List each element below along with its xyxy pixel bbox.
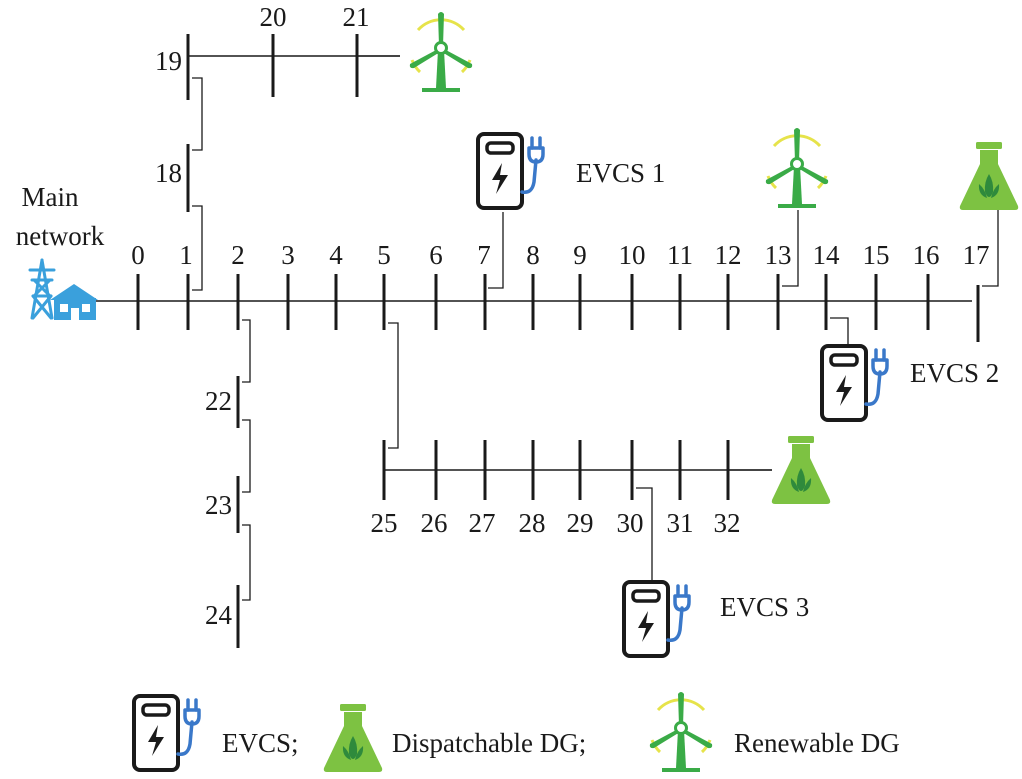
dispatchable-dg-icon <box>959 142 1019 210</box>
bus-label-28: 28 <box>519 508 546 538</box>
bus-label-4: 4 <box>329 240 343 270</box>
bus-label-29: 29 <box>567 508 594 538</box>
main-feeder-labels: 0 1 2 3 4 5 6 7 8 9 10 11 12 13 14 15 16… <box>131 240 989 270</box>
wind-turbine-icon <box>648 690 714 774</box>
main-feeder-bars <box>136 274 980 342</box>
bus-label-23: 23 <box>205 490 232 520</box>
bus-label-16: 16 <box>913 240 940 270</box>
wire-22-23 <box>242 419 251 493</box>
wire-30-evcs3 <box>636 487 653 580</box>
main-network-label-line2: network <box>16 221 105 251</box>
dispatchable-dg-icon <box>323 704 383 772</box>
evcs3-label: EVCS 3 <box>720 592 809 622</box>
bus-label-11: 11 <box>667 240 693 270</box>
dispatchable-dg-icon <box>771 436 831 504</box>
bus-label-6: 6 <box>429 240 443 270</box>
bus-label-10: 10 <box>619 240 646 270</box>
wire-23-24 <box>242 524 251 601</box>
wire-18-19 <box>192 77 203 151</box>
legend: EVCS; Dispatchable DG; Renewable DG <box>132 690 900 774</box>
bus-label-30: 30 <box>617 508 644 538</box>
bus-label-2: 2 <box>231 240 245 270</box>
wire-17-dispatchable <box>982 210 999 287</box>
bus-label-15: 15 <box>863 240 890 270</box>
ev-charger-icon <box>622 580 691 658</box>
bus-label-20: 20 <box>260 2 287 32</box>
bus-label-7: 7 <box>477 240 491 270</box>
ev-charger-icon <box>132 694 201 772</box>
bus-label-14: 14 <box>813 240 841 270</box>
bus-label-5: 5 <box>377 240 391 270</box>
bus-label-9: 9 <box>573 240 587 270</box>
wire-1-18 <box>192 205 203 291</box>
main-network-label-line1: Main <box>22 182 79 212</box>
branch-25-32: 25 26 27 28 29 30 31 32 <box>371 322 772 538</box>
branch-18-21: 18 19 20 21 <box>155 2 400 291</box>
wire-5-25 <box>388 322 399 449</box>
bus-label-25: 25 <box>371 508 398 538</box>
legend-dispatchable-label: Dispatchable DG; <box>392 728 586 758</box>
bus-label-17: 17 <box>963 240 990 270</box>
bus-label-27: 27 <box>469 508 496 538</box>
bus-label-22: 22 <box>205 386 232 416</box>
bus-label-0: 0 <box>131 240 145 270</box>
bus-label-8: 8 <box>526 240 540 270</box>
ev-charger-icon <box>476 132 545 210</box>
main-network: Main network <box>16 182 105 322</box>
bus-label-32: 32 <box>714 508 741 538</box>
wind-turbine-icon <box>764 126 830 210</box>
bus-label-24: 24 <box>205 600 233 630</box>
bus-label-12: 12 <box>715 240 742 270</box>
branch-22-24: 22 23 24 <box>205 319 251 648</box>
bus-label-13: 13 <box>765 240 792 270</box>
bus-label-26: 26 <box>421 508 448 538</box>
bus-label-21: 21 <box>343 2 370 32</box>
bus-label-19: 19 <box>155 46 182 76</box>
wire-13-renewable <box>782 210 799 287</box>
bus-label-31: 31 <box>667 508 694 538</box>
bus-label-3: 3 <box>281 240 295 270</box>
wire-14-evcs2 <box>830 317 849 344</box>
wind-turbine-icon <box>408 10 474 94</box>
bus-label-1: 1 <box>179 240 193 270</box>
legend-renewable-label: Renewable DG <box>734 728 900 758</box>
wire-7-evcs1 <box>488 212 504 289</box>
bus-label-18: 18 <box>155 158 182 188</box>
evcs1-label: EVCS 1 <box>576 158 665 188</box>
substation-icon <box>28 258 100 322</box>
ev-charger-icon <box>820 344 889 422</box>
evcs2-label: EVCS 2 <box>910 358 999 388</box>
legend-evcs-label: EVCS; <box>222 728 299 758</box>
wire-2-22 <box>242 319 251 383</box>
